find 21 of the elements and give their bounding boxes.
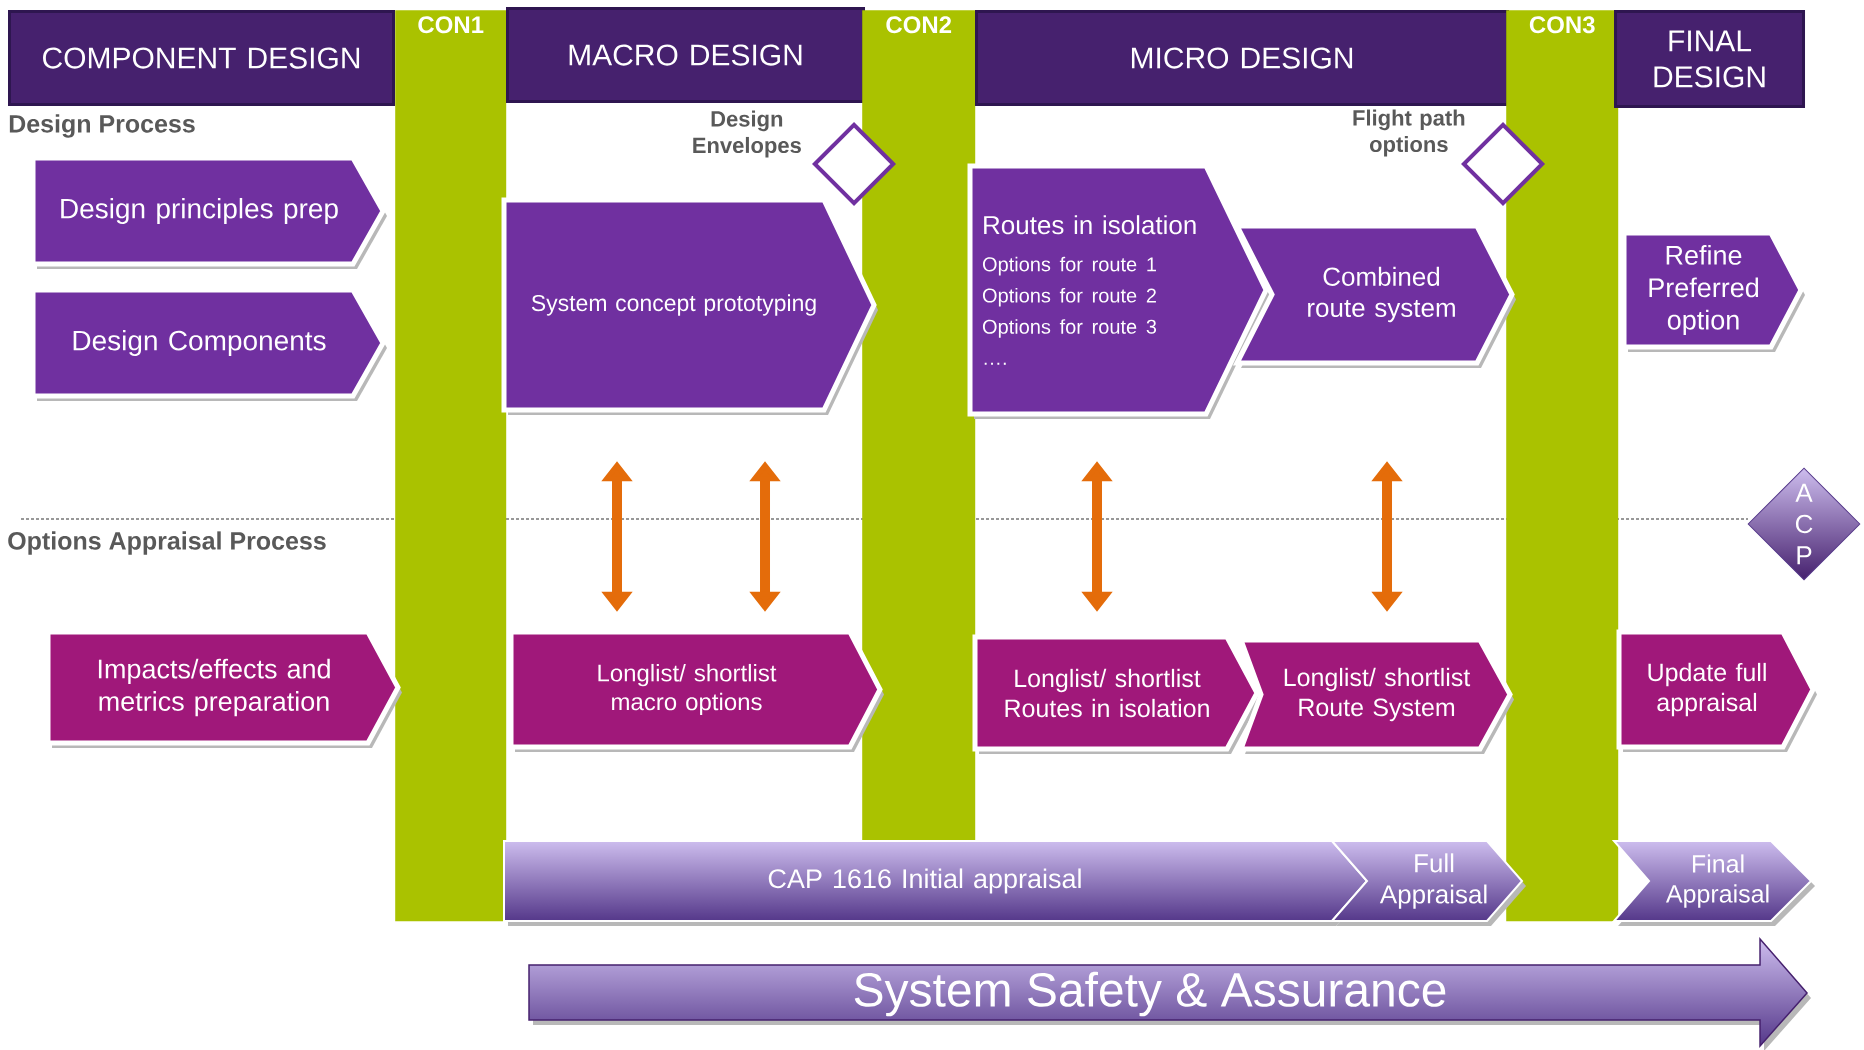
chevron-box: CAP 1616 Initial appraisal bbox=[503, 840, 1371, 926]
chevron-box: System concept prototyping bbox=[501, 197, 878, 415]
chevron-box: Update full appraisal bbox=[1616, 629, 1817, 752]
stage-band: CON3 bbox=[1506, 10, 1619, 922]
heading-box: MACRO DESIGN bbox=[506, 7, 865, 103]
chevron-box: Design principles prep bbox=[30, 155, 387, 269]
chevron-box: Combined route system bbox=[1232, 223, 1516, 368]
chevron-box: Design Components bbox=[30, 287, 387, 401]
section-label: Design Process bbox=[9, 114, 195, 138]
chevron-box: Refine Preferred option bbox=[1621, 230, 1805, 352]
diamond-badge: A C P bbox=[1747, 467, 1861, 581]
marker-label: Flight path options bbox=[1353, 109, 1465, 157]
chevron-box: Final Appraisal bbox=[1611, 840, 1815, 926]
heading-box: FINAL DESIGN bbox=[1614, 10, 1805, 108]
chevron-box: Longlist/ shortlist Routes in isolation bbox=[972, 634, 1261, 754]
heading-box: MICRO DESIGN bbox=[975, 10, 1509, 106]
stage-band: CON1 bbox=[395, 10, 507, 922]
chevron-box: Routes in isolation Options for route 1 Options for route 2 Options for route 3 …. bbox=[967, 163, 1270, 419]
heading-box: COMPONENT DESIGN bbox=[8, 10, 395, 106]
section-label: Options Appraisal Process bbox=[8, 531, 326, 555]
marker-label: Design Envelopes bbox=[693, 110, 801, 158]
